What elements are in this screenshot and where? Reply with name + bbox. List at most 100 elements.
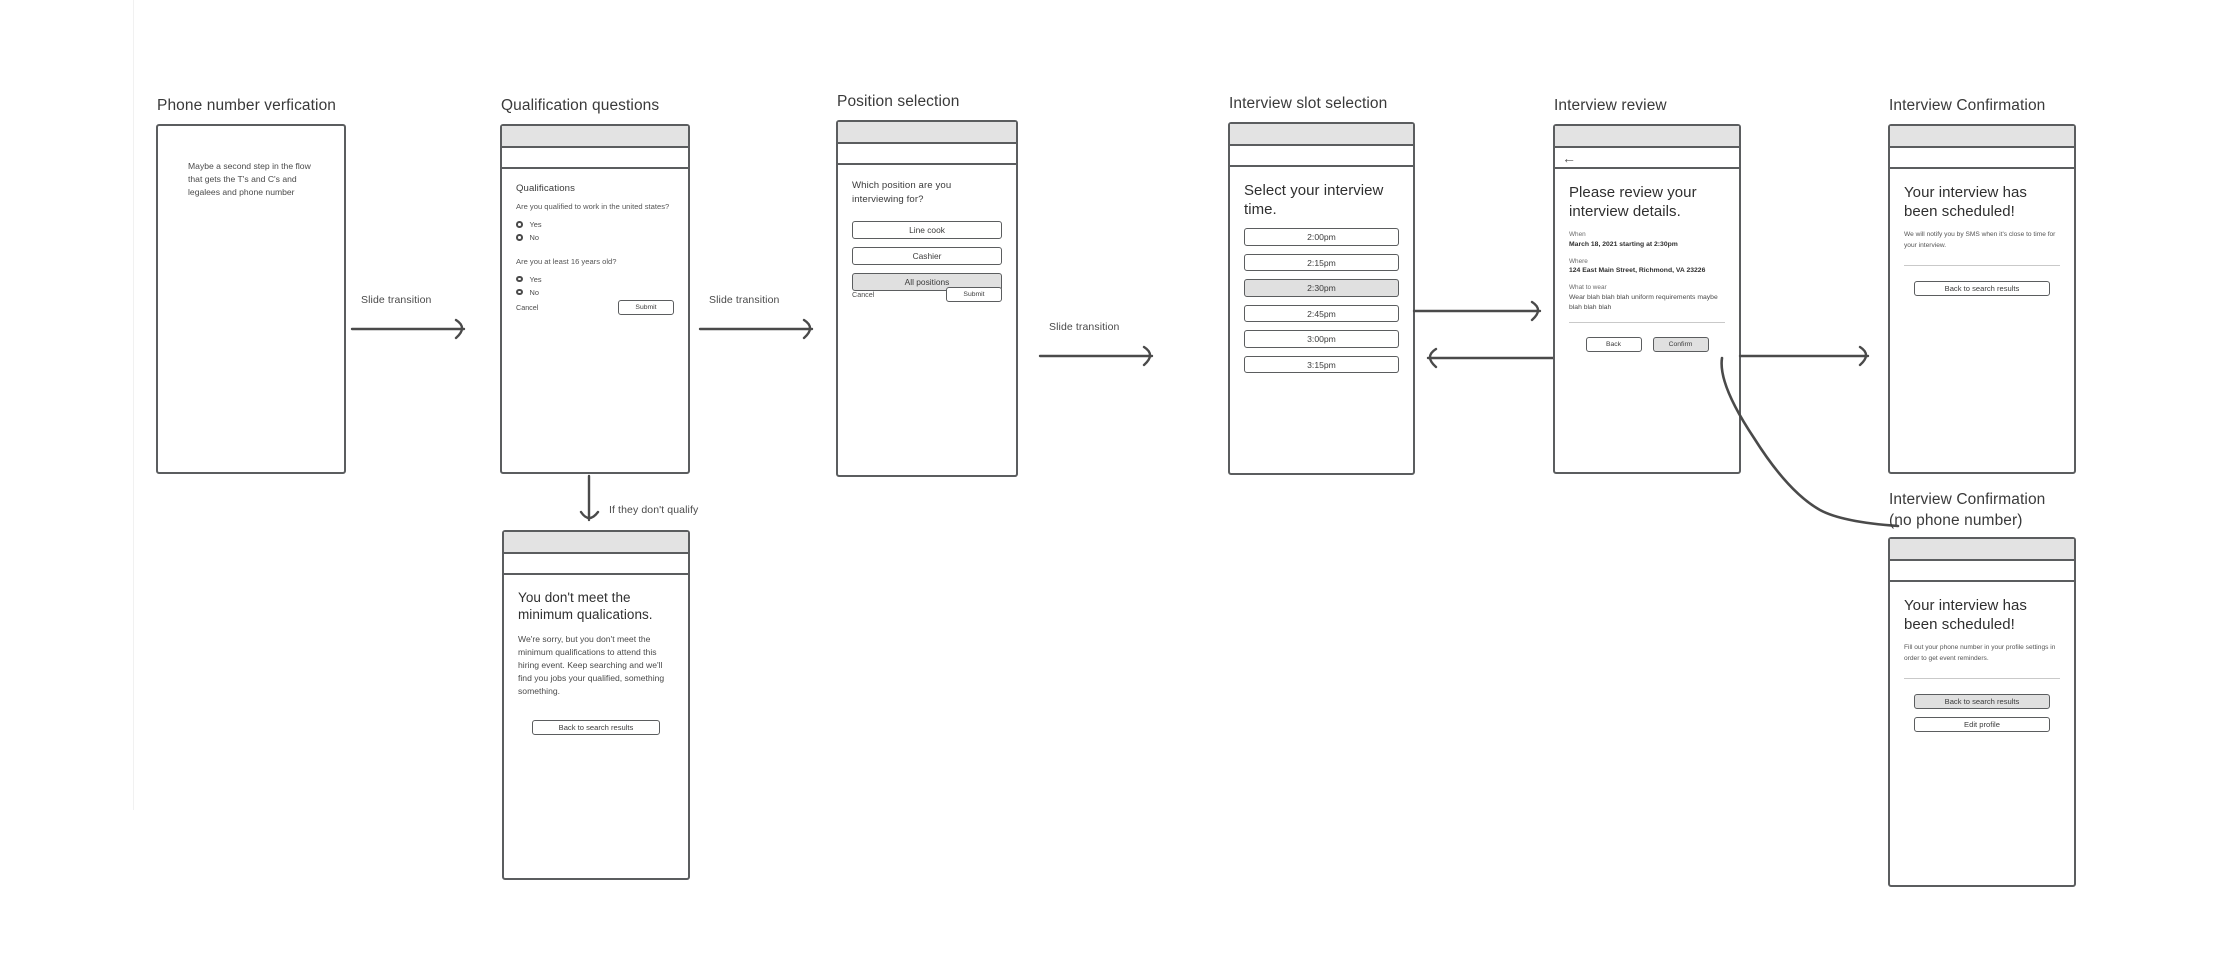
not-qualified-body: We're sorry, but you don't meet the mini… (518, 633, 665, 696)
radio-label: No (529, 287, 539, 297)
screen-title-phone-verification: Phone number verfication (157, 97, 337, 114)
review-confirm-button[interactable]: Confirm (1652, 336, 1709, 352)
connector-slot-to-review (1412, 300, 1554, 322)
nav-bar[interactable]: ← (1555, 148, 1739, 169)
confirmation-divider (1904, 677, 2060, 679)
screen-interview-review: Interview review ← Please review your in… (1553, 97, 1741, 474)
review-when: When March 18, 2021 starting at 2:30pm (1569, 230, 1725, 249)
nav-bar (1230, 146, 1413, 167)
confirmation-body: Fill out your phone number in your profi… (1904, 644, 2056, 662)
review-divider (1569, 321, 1725, 323)
submit-button[interactable]: Submit (618, 300, 674, 315)
confirmation-divider (1904, 264, 2060, 266)
screen-title-position-selection: Position selection (837, 93, 960, 110)
connector-slide-3: Slide transition (1038, 321, 1166, 367)
slot-option-230pm[interactable]: 2:30pm (1244, 279, 1399, 297)
qualifications-heading: Qualifications (516, 183, 575, 194)
connector-review-to-confirmation-no-phone (1710, 356, 1910, 538)
connector-review-to-slot (1414, 347, 1556, 369)
edit-profile-button[interactable]: Edit profile (1914, 716, 2050, 732)
connector-label-slide-2: Slide transition (709, 294, 780, 306)
radio-label: Yes (529, 274, 542, 284)
position-option-line-cook[interactable]: Line cook (852, 220, 1002, 239)
phone-frame: Maybe a second step in the flow that get… (156, 124, 346, 474)
back-to-search-results-button[interactable]: Back to search results (1914, 693, 2050, 709)
screen-not-qualified: You don't meet the minimum qualications.… (502, 530, 690, 880)
screen-title-slot-selection: Interview slot selection (1229, 95, 1388, 112)
screen-slot-selection: Interview slot selection Select your int… (1228, 95, 1415, 475)
phone-frame: Your interview has been scheduled! We wi… (1888, 124, 2076, 474)
phone-frame: You don't meet the minimum qualications.… (502, 530, 690, 880)
radio-label: Yes (529, 219, 542, 229)
status-bar (504, 532, 688, 554)
cancel-button[interactable]: Cancel (516, 303, 539, 312)
slot-option-215pm[interactable]: 2:15pm (1244, 253, 1399, 272)
slot-selection-heading: Select your interview time. (1244, 182, 1384, 219)
screen-position-selection: Position selection Which position are yo… (836, 93, 1018, 477)
status-bar (1230, 124, 1413, 146)
back-to-search-results-button[interactable]: Back to search results (1914, 280, 2050, 296)
nav-bar (1890, 561, 2074, 582)
review-heading: Please review your interview details. (1569, 184, 1697, 221)
screen-title-interview-review: Interview review (1554, 97, 1667, 114)
back-to-search-results-button[interactable]: Back to search results (532, 719, 660, 735)
phone-frame: Your interview has been scheduled! Fill … (1888, 537, 2076, 887)
radio-icon (516, 221, 523, 228)
radio-q2-yes[interactable]: Yes (516, 275, 674, 284)
connector-review-to-confirmation (1738, 345, 1884, 367)
connector-slide-1: Slide transition (350, 294, 478, 340)
connector-label-slide-3: Slide transition (1049, 321, 1120, 333)
phone-frame: Which position are you interviewing for?… (836, 120, 1018, 477)
screen-interview-confirmation-no-phone: Interview Confirmation (no phone number)… (1888, 491, 2076, 887)
review-back-button[interactable]: Back (1585, 336, 1642, 352)
confirmation-body: We will notify you by SMS when it's clos… (1904, 231, 2056, 249)
slot-option-300pm[interactable]: 3:00pm (1244, 330, 1399, 348)
status-bar (1890, 539, 2074, 561)
radio-q2-no[interactable]: No (516, 288, 674, 297)
connector-label-slide-1: Slide transition (361, 294, 432, 306)
question-2-text: Are you at least 16 years old? (516, 256, 617, 266)
wear-label: What to wear (1569, 284, 1607, 292)
screen-title-qualification: Qualification questions (501, 97, 660, 114)
screen-title-interview-confirmation-no-phone: Interview Confirmation (no phone number) (1889, 491, 2046, 529)
slot-option-315pm[interactable]: 3:15pm (1244, 355, 1399, 374)
position-option-cashier[interactable]: Cashier (852, 246, 1002, 265)
nav-bar (502, 148, 688, 169)
connector-slide-2: Slide transition (698, 294, 826, 340)
radio-icon (516, 275, 523, 283)
wear-value: Wear blah blah blah uniform requirements… (1569, 293, 1718, 311)
confirmation-heading: Your interview has been scheduled! (1904, 184, 2027, 221)
status-bar (838, 122, 1016, 144)
position-option-all-positions[interactable]: All positions (852, 272, 1002, 291)
confirmation-heading: Your interview has been scheduled! (1904, 597, 2027, 634)
back-arrow-icon[interactable]: ← (1562, 149, 1576, 166)
phone-frame: Qualifications Are you qualified to work… (500, 124, 690, 474)
when-value: March 18, 2021 starting at 2:30pm (1569, 240, 1678, 248)
nav-bar (838, 144, 1016, 165)
radio-q1-no[interactable]: No (516, 233, 674, 242)
connector-dont-qualify: If they don't qualify (578, 474, 698, 528)
screen-phone-verification: Phone number verfication Maybe a second … (156, 97, 346, 474)
slot-option-245pm[interactable]: 2:45pm (1244, 304, 1399, 323)
when-label: When (1569, 231, 1586, 239)
radio-icon (516, 288, 523, 296)
radio-icon (516, 234, 523, 241)
nav-bar (1890, 148, 2074, 169)
review-where: Where 124 East Main Street, Richmond, VA… (1569, 257, 1725, 276)
review-what-to-wear: What to wear Wear blah blah blah uniform… (1569, 283, 1725, 312)
where-label: Where (1569, 257, 1588, 265)
phone-frame: Select your interview time. 2:00pm 2:15p… (1228, 122, 1415, 475)
cancel-button[interactable]: Cancel (852, 290, 875, 299)
slot-option-200pm[interactable]: 2:00pm (1244, 228, 1399, 246)
screen-title-interview-confirmation: Interview Confirmation (1889, 97, 2046, 114)
where-value: 124 East Main Street, Richmond, VA 23226 (1569, 267, 1706, 275)
status-bar (502, 126, 688, 148)
not-qualified-heading: You don't meet the minimum qualications. (518, 590, 653, 623)
status-bar (1890, 126, 2074, 148)
connector-label-dont-qualify: If they don't qualify (609, 504, 699, 516)
radio-q1-yes[interactable]: Yes (516, 220, 674, 229)
nav-bar (504, 554, 688, 575)
submit-button[interactable]: Submit (946, 287, 1002, 302)
verification-note: Maybe a second step in the flow that get… (188, 161, 311, 198)
screen-interview-confirmation: Interview Confirmation Your interview ha… (1888, 97, 2076, 474)
